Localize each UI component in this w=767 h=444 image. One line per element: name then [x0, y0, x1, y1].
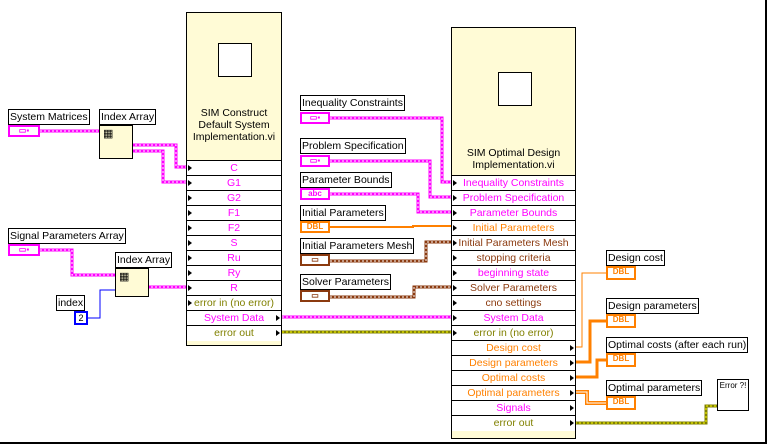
index-array-1-label: Index Array	[99, 109, 157, 125]
cluster-wire-stripes	[40, 117, 451, 318]
error-handler-icon[interactable]: Error ?!	[717, 379, 749, 411]
system-matrices-label: System Matrices	[8, 109, 90, 125]
signal-parameters-array-label: Signal Parameters Array	[8, 228, 126, 244]
system-matrices-terminal[interactable]: ▭▪	[8, 125, 40, 137]
terminal-row[interactable]: F1	[187, 205, 281, 221]
index-label: index	[56, 295, 86, 311]
wire-optimal-params	[575, 390, 606, 405]
terminal-row[interactable]: stopping criteria	[452, 250, 575, 266]
array-grid-icon: ▦	[119, 271, 130, 283]
design-parameters-label: Design parameters	[606, 298, 699, 314]
terminal-row[interactable]: Initial Parameters	[452, 220, 575, 236]
optimal-parameters-label: Optimal parameters	[606, 380, 703, 396]
terminal-row[interactable]: Optimal costs	[452, 370, 575, 386]
vi-icon	[218, 43, 252, 77]
wire-index	[88, 289, 115, 319]
terminal-row[interactable]: cno settings	[452, 295, 575, 311]
solver-parameters-terminal[interactable]: ▭	[300, 290, 330, 302]
index-array-1-node[interactable]: ▦	[99, 125, 133, 159]
sim-optimal-design-node[interactable]: SIM Optimal Design Implementation.vi Ine…	[451, 27, 576, 439]
initial-parameters-label: Initial Parameters	[300, 205, 386, 221]
wire-signal-params	[40, 248, 115, 277]
parameter-bounds-label: Parameter Bounds	[300, 172, 392, 188]
optimal-costs-label: Optimal costs (after each run)	[606, 337, 749, 353]
wire-design-params	[575, 319, 606, 364]
terminal-row[interactable]: Design parameters	[452, 355, 575, 371]
array-grid-icon: ▦	[103, 128, 114, 140]
terminal-row[interactable]: R	[187, 280, 281, 296]
design-cost-indicator[interactable]: DBL	[606, 266, 636, 280]
inequality-constraints-terminal[interactable]: ▭▪	[300, 112, 330, 124]
design-parameters-indicator[interactable]: DBL	[606, 314, 636, 328]
sim-construct-node[interactable]: SIM Construct Default System Implementat…	[186, 12, 282, 346]
terminal-row[interactable]: Design cost	[452, 340, 575, 356]
problem-specification-label: Problem Specification	[300, 138, 406, 154]
terminal-row[interactable]: G1	[187, 175, 281, 191]
terminal-row[interactable]: Signals	[452, 400, 575, 416]
terminal-row[interactable]: Problem Specification	[452, 190, 575, 206]
wire-initial-params	[330, 225, 451, 228]
terminal-row[interactable]: beginning state	[452, 265, 575, 281]
optimal-parameters-indicator[interactable]: DBL	[606, 396, 636, 410]
wire-design-cost	[575, 272, 606, 348]
index-array-2-node[interactable]: ▦	[115, 268, 149, 297]
terminal-row[interactable]: F2	[187, 220, 281, 236]
initial-parameters-terminal[interactable]: DBL	[300, 221, 330, 233]
terminal-row[interactable]: C	[187, 160, 281, 176]
wire-optimal-costs	[575, 358, 606, 379]
signal-parameters-array-terminal[interactable]: ▭▪	[8, 244, 40, 256]
index-array-2-label: Index Array	[115, 252, 173, 268]
solver-parameters-label: Solver Parameters	[300, 274, 391, 290]
terminal-row[interactable]: Inequality Constraints	[452, 175, 575, 191]
terminal-row[interactable]: Parameter Bounds	[452, 205, 575, 221]
initial-parameters-mesh-label: Initial Parameters Mesh	[300, 238, 415, 254]
terminal-row[interactable]: error out	[187, 325, 281, 341]
terminal-row[interactable]: error out	[452, 415, 575, 431]
terminal-row[interactable]: Initial Parameters Mesh	[452, 235, 575, 251]
problem-specification-terminal[interactable]: ▭▪	[300, 155, 330, 167]
terminal-row[interactable]: Optimal parameters	[452, 385, 575, 401]
inequality-constraints-label: Inequality Constraints	[300, 95, 405, 111]
terminal-row[interactable]: S	[187, 235, 281, 251]
design-cost-label: Design cost	[606, 250, 665, 266]
node-title: SIM Construct Default System Implementat…	[192, 107, 276, 143]
index-constant[interactable]: 2	[74, 311, 88, 325]
wire-index-c	[131, 143, 186, 169]
terminal-row[interactable]: System Data	[187, 310, 281, 326]
terminal-row[interactable]: System Data	[452, 310, 575, 326]
parameter-bounds-terminal[interactable]: abc	[300, 188, 330, 200]
terminal-row[interactable]: Solver Parameters	[452, 280, 575, 296]
terminal-row[interactable]: error in (no error)	[187, 295, 281, 311]
terminal-row[interactable]: Ry	[187, 265, 281, 281]
node-title: SIM Optimal Design Implementation.vi	[466, 147, 561, 171]
vi-icon	[498, 72, 532, 106]
terminal-row[interactable]: G2	[187, 190, 281, 206]
optimal-costs-indicator[interactable]: DBL	[606, 353, 636, 367]
terminal-row[interactable]: Ru	[187, 250, 281, 266]
terminal-row[interactable]: error in (no error)	[452, 325, 575, 341]
wire-error-out	[575, 404, 717, 425]
initial-parameters-mesh-terminal[interactable]: ▭	[300, 254, 330, 266]
